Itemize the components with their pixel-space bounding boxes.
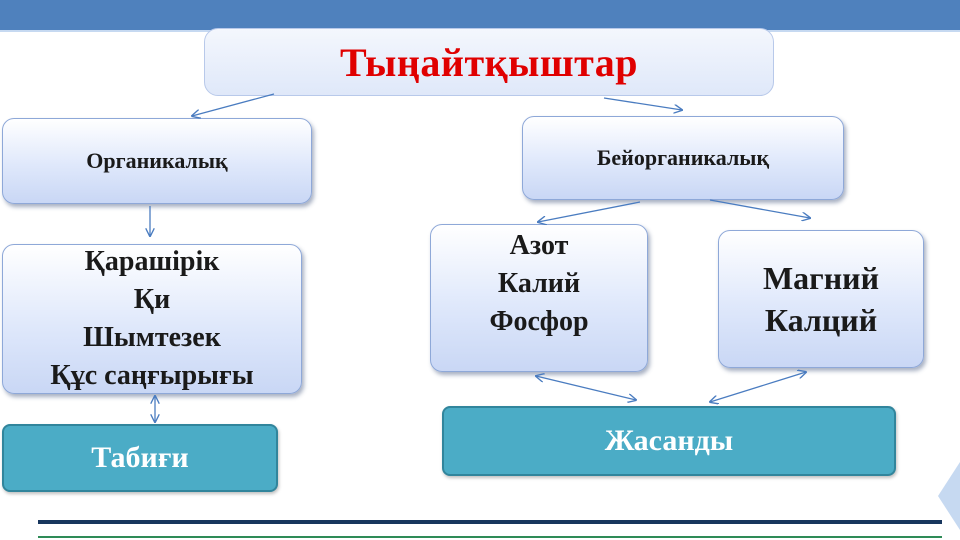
inorganic-label: Бейорганикалық — [596, 145, 770, 170]
organic-item: Құс саңғырығы — [50, 360, 254, 391]
organic-item: Шымтезек — [83, 322, 221, 353]
organic-box: Органикалық — [2, 118, 312, 204]
title-text: Тыңайтқыштар — [339, 39, 639, 85]
organic-label: Органикалық — [86, 148, 228, 173]
inorganic-item: Калий — [497, 268, 581, 299]
bottom-rule — [38, 520, 942, 524]
arrow-group-b-to-artificial — [710, 372, 806, 402]
corner-nav-shape — [938, 462, 960, 530]
inorganic-item: Калций — [764, 302, 878, 338]
title-box: Тыңайтқыштар — [204, 28, 774, 96]
inorganic-group-b-list: Магний Калций — [763, 257, 879, 341]
inorganic-box: Бейорганикалық — [522, 116, 844, 200]
organic-items-list: Қарашірік Қи Шымтезек Құс саңғырығы — [50, 243, 253, 395]
organic-item: Қарашірік — [84, 246, 220, 277]
top-accent-bar — [0, 0, 960, 30]
inorganic-group-b-box: Магний Калций — [718, 230, 924, 368]
inorganic-item: Магний — [762, 260, 880, 296]
arrow-inorganic-to-group-a — [538, 201, 641, 222]
inorganic-group-a-list: Азот Калий Фосфор — [489, 227, 588, 341]
arrow-title-to-inorganic — [603, 97, 682, 110]
organic-item: Қи — [133, 284, 171, 315]
bottom-rule-green — [38, 536, 942, 538]
natural-group-box: Табиғи — [2, 424, 278, 492]
organic-items-box: Қарашірік Қи Шымтезек Құс саңғырығы — [2, 244, 302, 394]
arrow-inorganic-to-group-b — [709, 199, 810, 218]
artificial-group-label: Жасанды — [604, 424, 734, 457]
artificial-group-box: Жасанды — [442, 406, 896, 476]
natural-group-label: Табиғи — [91, 441, 189, 474]
inorganic-item: Азот — [509, 230, 569, 261]
inorganic-item: Фосфор — [489, 306, 589, 337]
arrow-title-to-organic — [192, 93, 275, 116]
arrow-group-a-to-artificial — [536, 376, 636, 400]
